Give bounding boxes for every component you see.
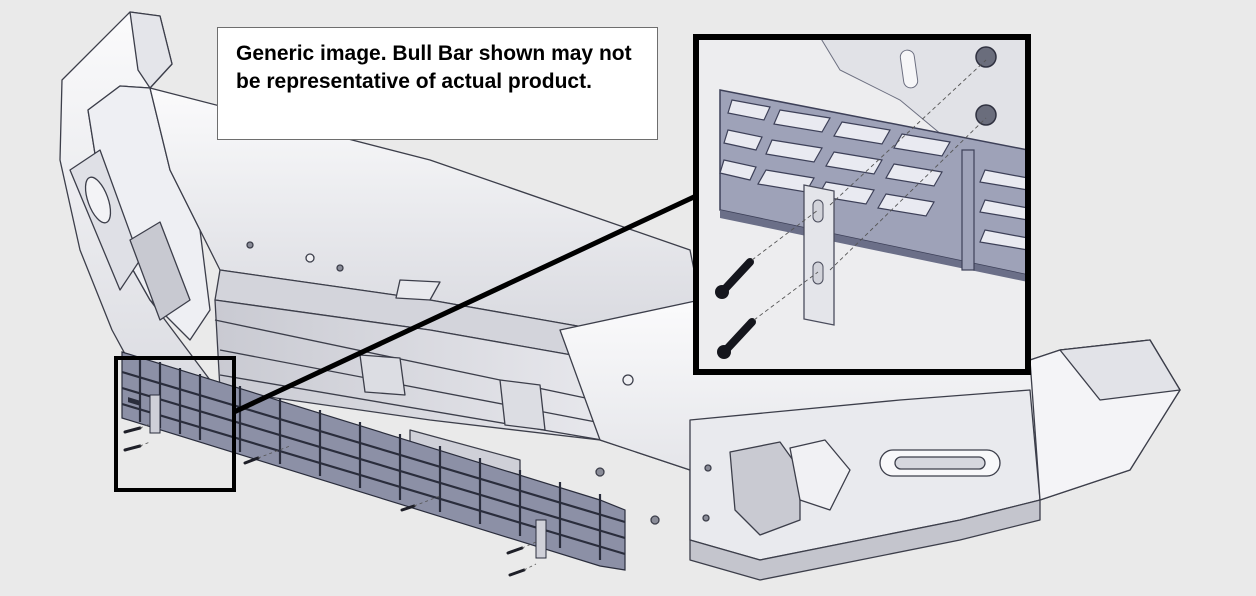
disclaimer-note: Generic image. Bull Bar shown may not be…: [217, 27, 658, 140]
callout-leader-line: [232, 193, 698, 415]
zoom-frame: [693, 34, 1031, 375]
callout: [114, 193, 698, 492]
small-callout-box: [114, 356, 236, 492]
grille-attachment-detail: [693, 34, 1031, 375]
disclaimer-text: Generic image. Bull Bar shown may not be…: [236, 42, 632, 93]
bull-bar-illustration: [59, 11, 1181, 581]
